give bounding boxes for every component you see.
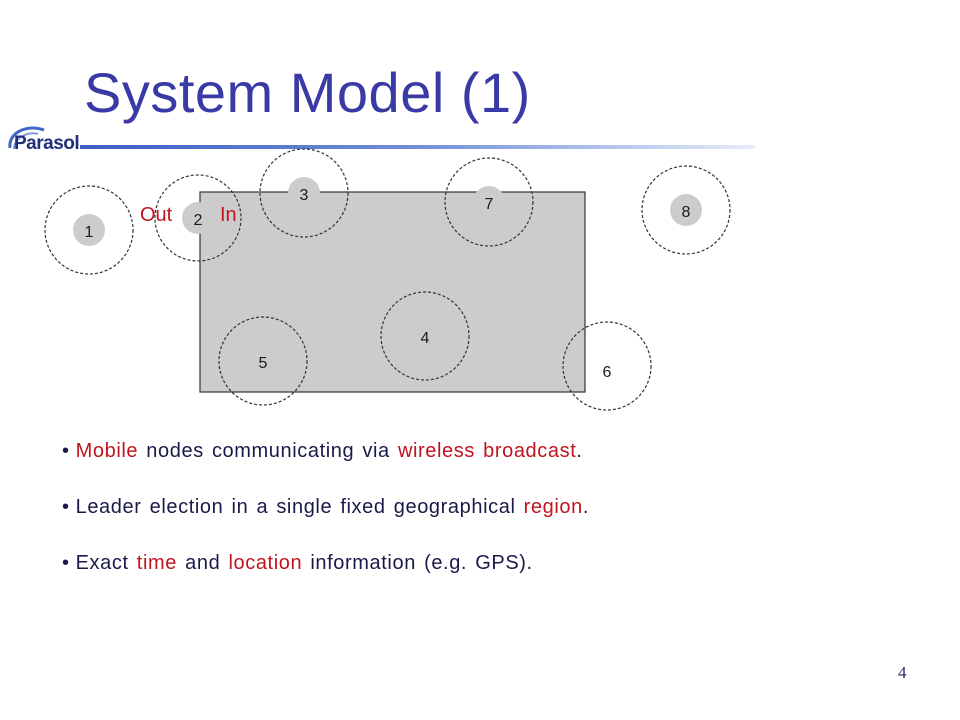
slide-title: System Model (1) bbox=[84, 61, 531, 124]
node-label: 5 bbox=[259, 355, 268, 372]
node-label: 7 bbox=[485, 196, 494, 213]
logo-text: Parasol bbox=[14, 133, 80, 154]
node-4: 4 bbox=[380, 291, 470, 381]
node-label: 6 bbox=[603, 364, 612, 381]
bullet-text-part: nodes communicating via bbox=[138, 440, 398, 462]
region-diagram: 1 2 3 7 8 4 5 6 Out In bbox=[44, 148, 731, 411]
bullet-item: •Exact time and location information (e.… bbox=[62, 552, 882, 582]
node-6: 6 bbox=[562, 321, 652, 411]
node-1: 1 bbox=[44, 185, 134, 275]
node-range-circle bbox=[562, 321, 652, 411]
bullet-dot-icon: • bbox=[62, 496, 70, 518]
bullet-text-part: and bbox=[176, 552, 229, 574]
node-marker bbox=[670, 194, 702, 226]
node-range-circle bbox=[44, 185, 134, 275]
node-8: 8 bbox=[641, 165, 731, 255]
bullet-item: •Leader election in a single fixed geogr… bbox=[62, 496, 882, 526]
node-marker bbox=[247, 345, 279, 377]
bullet-dot-icon: • bbox=[62, 552, 70, 574]
node-5: 5 bbox=[218, 316, 308, 406]
title-divider bbox=[80, 145, 755, 149]
bullet-text-part: wireless broadcast bbox=[397, 440, 577, 462]
in-label: In bbox=[220, 204, 237, 226]
bullet-text-part: time bbox=[136, 552, 177, 574]
node-range-circle bbox=[154, 174, 242, 262]
bullet-text-part: Exact bbox=[75, 552, 137, 574]
node-range-circle bbox=[218, 316, 308, 406]
bullet-item: •Mobile nodes communicating via wireless… bbox=[62, 440, 882, 470]
node-marker bbox=[592, 355, 622, 385]
page-number: 4 bbox=[898, 663, 907, 682]
bullet-list: •Mobile nodes communicating via wireless… bbox=[62, 440, 882, 608]
bullet-text-part: Leader election in a single fixed geogra… bbox=[75, 496, 524, 518]
bullet-text-part: location bbox=[228, 552, 303, 574]
out-label: Out bbox=[140, 204, 173, 226]
node-range-circle bbox=[641, 165, 731, 255]
bullet-text-part: . bbox=[582, 496, 590, 518]
parasol-logo-icon bbox=[8, 126, 45, 150]
node-range-circle bbox=[444, 157, 534, 247]
bullet-text-part: Mobile bbox=[75, 440, 139, 462]
node-label: 4 bbox=[421, 330, 430, 347]
node-7: 7 bbox=[444, 157, 534, 247]
node-marker bbox=[473, 186, 505, 218]
node-marker bbox=[182, 202, 214, 234]
node-marker bbox=[288, 177, 320, 209]
node-label: 3 bbox=[300, 187, 309, 204]
node-2: 2 bbox=[154, 174, 242, 262]
bullet-text-part: information (e.g. GPS). bbox=[302, 552, 533, 574]
node-range-circle bbox=[259, 148, 349, 238]
node-marker bbox=[409, 320, 441, 352]
node-label: 1 bbox=[85, 224, 94, 241]
node-3: 3 bbox=[259, 148, 349, 238]
bullet-text-part: . bbox=[576, 440, 583, 462]
bullet-dot-icon: • bbox=[62, 440, 70, 462]
node-marker bbox=[73, 214, 105, 246]
node-label: 2 bbox=[194, 212, 203, 229]
node-label: 8 bbox=[682, 204, 691, 221]
node-range-circle bbox=[380, 291, 470, 381]
bullet-text-part: region bbox=[523, 496, 583, 518]
